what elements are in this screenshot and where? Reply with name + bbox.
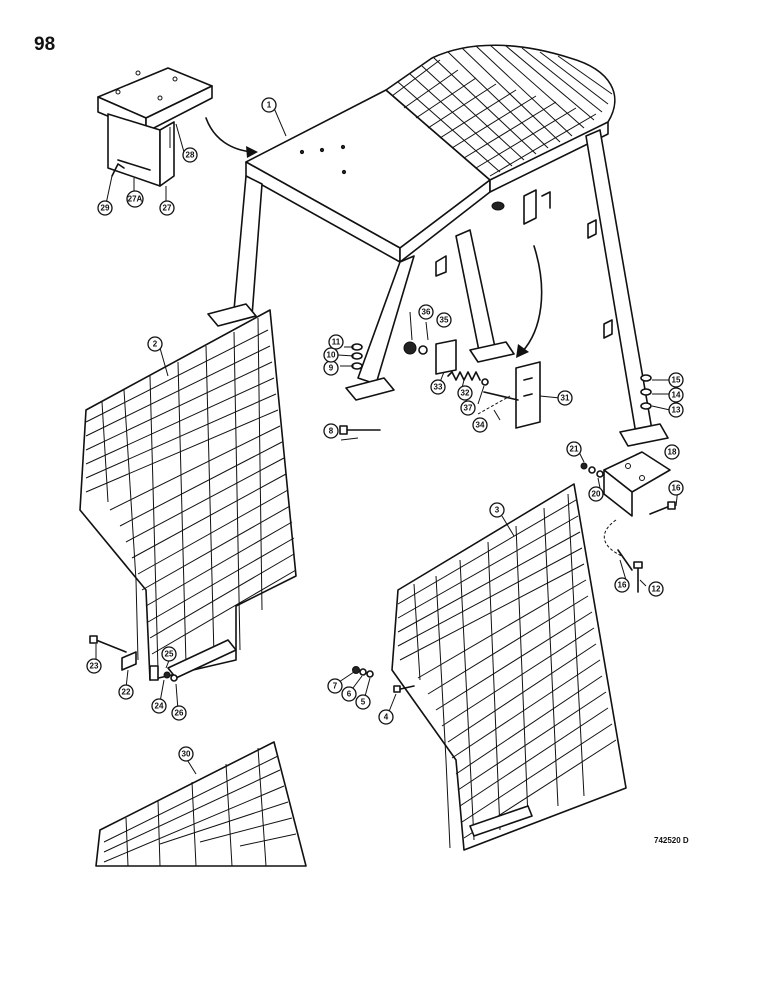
callout-12: 12 xyxy=(648,581,664,597)
svg-text:2: 2 xyxy=(153,340,158,349)
svg-text:37: 37 xyxy=(464,404,473,413)
right-side-screen-part xyxy=(391,483,627,851)
svg-text:8: 8 xyxy=(329,427,334,436)
callout-27: 27 xyxy=(159,200,175,216)
canopy-frame-part xyxy=(207,44,669,447)
callout-36: 36 xyxy=(418,304,434,320)
svg-text:7: 7 xyxy=(333,682,338,691)
callout-33: 33 xyxy=(430,379,446,395)
svg-text:33: 33 xyxy=(434,383,443,392)
assembly-arrow-2 xyxy=(521,245,543,353)
callout-1: 1 xyxy=(261,97,277,113)
callout-26: 26 xyxy=(171,705,187,721)
svg-text:27: 27 xyxy=(163,204,172,213)
callout-3: 3 xyxy=(489,502,505,518)
callout-31: 31 xyxy=(557,390,573,406)
hardware-parts xyxy=(89,343,676,693)
callout-32: 32 xyxy=(457,385,473,401)
svg-text:30: 30 xyxy=(182,750,191,759)
callout-6: 6 xyxy=(341,686,357,702)
svg-text:36: 36 xyxy=(422,308,431,317)
callout-2: 2 xyxy=(147,336,163,352)
callout-10: 10 xyxy=(323,347,339,363)
callout-14: 14 xyxy=(668,387,684,403)
svg-text:12: 12 xyxy=(652,585,661,594)
svg-text:3: 3 xyxy=(495,506,500,515)
svg-text:9: 9 xyxy=(329,364,334,373)
svg-text:18: 18 xyxy=(668,448,677,457)
callout-11: 11 xyxy=(328,334,344,350)
page-number: 98 xyxy=(34,34,56,55)
callout-7: 7 xyxy=(327,678,343,694)
svg-text:34: 34 xyxy=(476,421,485,430)
callout-8: 8 xyxy=(323,423,339,439)
left-side-screen-part xyxy=(79,309,297,681)
callout-20: 20 xyxy=(588,486,604,502)
callout-13: 13 xyxy=(668,402,684,418)
svg-text:27A: 27A xyxy=(128,195,143,204)
svg-text:23: 23 xyxy=(90,662,99,671)
svg-text:25: 25 xyxy=(165,650,174,659)
svg-text:15: 15 xyxy=(672,376,681,385)
svg-text:20: 20 xyxy=(592,490,601,499)
svg-text:13: 13 xyxy=(672,406,681,415)
callout-18: 18 xyxy=(664,444,680,460)
callout-22: 22 xyxy=(118,684,134,700)
callout-28: 28 xyxy=(182,147,198,163)
svg-text:4: 4 xyxy=(384,713,389,722)
roof-mesh xyxy=(391,44,613,177)
svg-text:16: 16 xyxy=(672,484,681,493)
callout-24: 24 xyxy=(151,698,167,714)
svg-text:16: 16 xyxy=(618,581,627,590)
svg-text:10: 10 xyxy=(327,351,336,360)
callout-25: 25 xyxy=(161,646,177,662)
svg-text:21: 21 xyxy=(570,445,579,454)
callout-37: 37 xyxy=(460,400,476,416)
callout-9: 9 xyxy=(323,360,339,376)
callout-30: 30 xyxy=(178,746,194,762)
callout-23: 23 xyxy=(86,658,102,674)
svg-text:14: 14 xyxy=(672,391,681,400)
callout-5: 5 xyxy=(355,694,371,710)
callout-21: 21 xyxy=(566,441,582,457)
svg-text:24: 24 xyxy=(155,702,164,711)
callout-16-right: 16 xyxy=(668,480,684,496)
svg-text:11: 11 xyxy=(332,338,341,347)
callout-35: 35 xyxy=(436,312,452,328)
svg-text:28: 28 xyxy=(186,151,195,160)
latch-assembly xyxy=(403,339,541,429)
callout-27a: 27A xyxy=(126,190,144,208)
svg-text:1: 1 xyxy=(267,101,272,110)
callout-15: 15 xyxy=(668,372,684,388)
svg-text:22: 22 xyxy=(122,688,131,697)
svg-text:32: 32 xyxy=(461,389,470,398)
svg-text:6: 6 xyxy=(347,690,352,699)
svg-text:29: 29 xyxy=(101,204,110,213)
rear-screen-part xyxy=(95,741,307,867)
arrowhead-icon xyxy=(246,146,258,158)
assembly-arrow xyxy=(205,117,253,153)
arrowhead-icon-2 xyxy=(516,344,529,358)
svg-text:26: 26 xyxy=(175,709,184,718)
callout-34: 34 xyxy=(472,417,488,433)
svg-text:5: 5 xyxy=(361,698,366,707)
callout-16-lower: 16 xyxy=(614,577,630,593)
svg-text:35: 35 xyxy=(440,316,449,325)
svg-text:31: 31 xyxy=(561,394,570,403)
drawing-code: 742520 D xyxy=(654,836,689,845)
callout-29: 29 xyxy=(97,200,113,216)
seat-cushion-part xyxy=(97,67,213,187)
callout-4: 4 xyxy=(378,709,394,725)
